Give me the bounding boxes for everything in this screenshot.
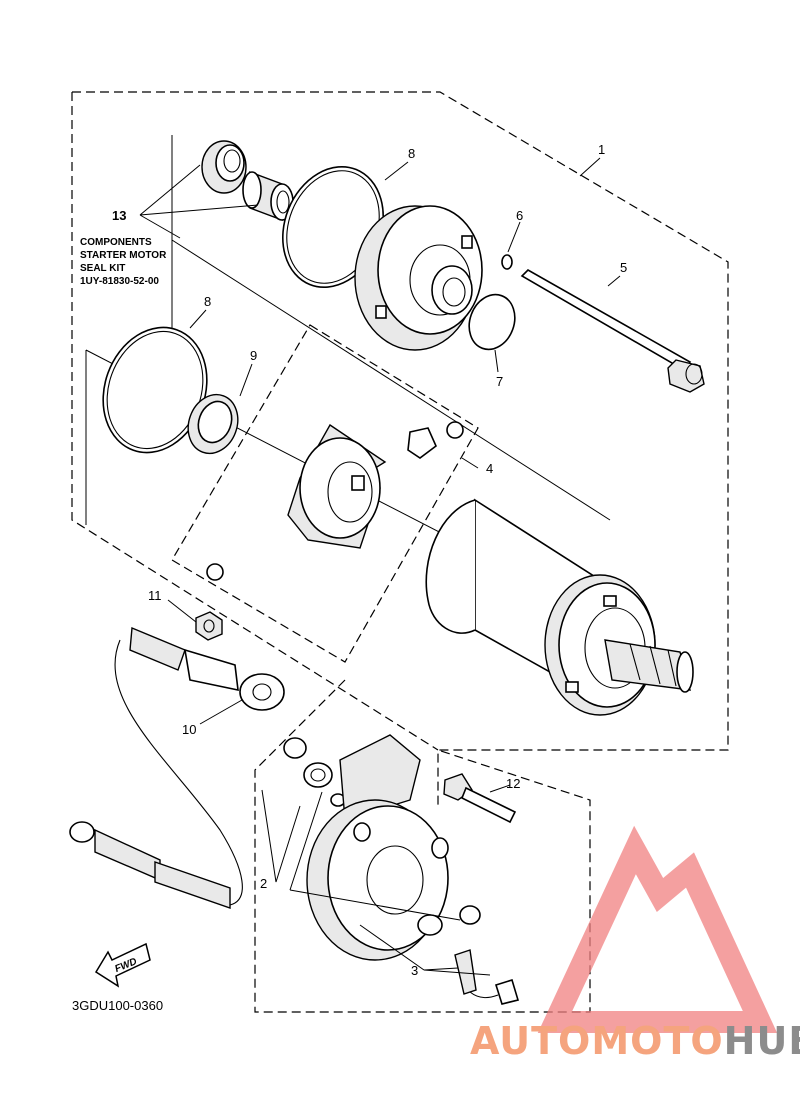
rear-cover-part: [354, 205, 483, 351]
callout-9: 9: [250, 348, 257, 363]
watermark-logo-icon: [537, 825, 778, 1033]
kit-note-line-2: STARTER MOTOR: [80, 250, 167, 261]
assembly-outline: [71, 91, 729, 805]
callout-5: 5: [620, 260, 627, 275]
front-cover-outline: [254, 679, 591, 1013]
bolt-12: [443, 773, 517, 824]
motor-yoke: [425, 498, 694, 716]
brush-set-outline: [171, 324, 479, 663]
callout-4: 4: [486, 461, 493, 476]
callout-2: 2: [260, 876, 267, 891]
bearing-part: [242, 170, 294, 222]
callout-8-lower: 8: [204, 294, 211, 309]
callout-13: 13: [112, 208, 126, 223]
o-ring-7: [468, 293, 516, 351]
callout-7: 7: [496, 374, 503, 389]
nut-11: [195, 611, 223, 641]
kit-note-line-1: COMPONENTS: [80, 237, 152, 248]
lead-wire-10: [69, 626, 346, 909]
brush-plate: [206, 421, 464, 581]
callout-6: 6: [516, 208, 523, 223]
callout-10: 10: [182, 722, 196, 737]
callout-11: 11: [148, 588, 162, 603]
watermark-text: AUTOMOTOHUB: [470, 1019, 800, 1063]
leader-lines: [139, 157, 621, 976]
callout-3: 3: [411, 963, 418, 978]
small-o-ring: [501, 254, 513, 270]
oil-seal-part: [201, 140, 247, 194]
kit-note-line-3: SEAL KIT: [80, 263, 125, 274]
kit-note-line-4: 1UY-81830-52-00: [80, 276, 159, 287]
callout-8-upper: 8: [408, 146, 415, 161]
callout-1: 1: [598, 142, 605, 157]
callout-12: 12: [506, 776, 520, 791]
fwd-arrow-icon: FWD: [94, 942, 151, 988]
kit-bracket: [85, 135, 611, 621]
brush-part-3: [454, 949, 520, 1005]
diagram-code: 3GDU100-0360: [72, 998, 163, 1013]
front-cover-part: [306, 734, 481, 961]
through-bolt: [520, 269, 705, 393]
